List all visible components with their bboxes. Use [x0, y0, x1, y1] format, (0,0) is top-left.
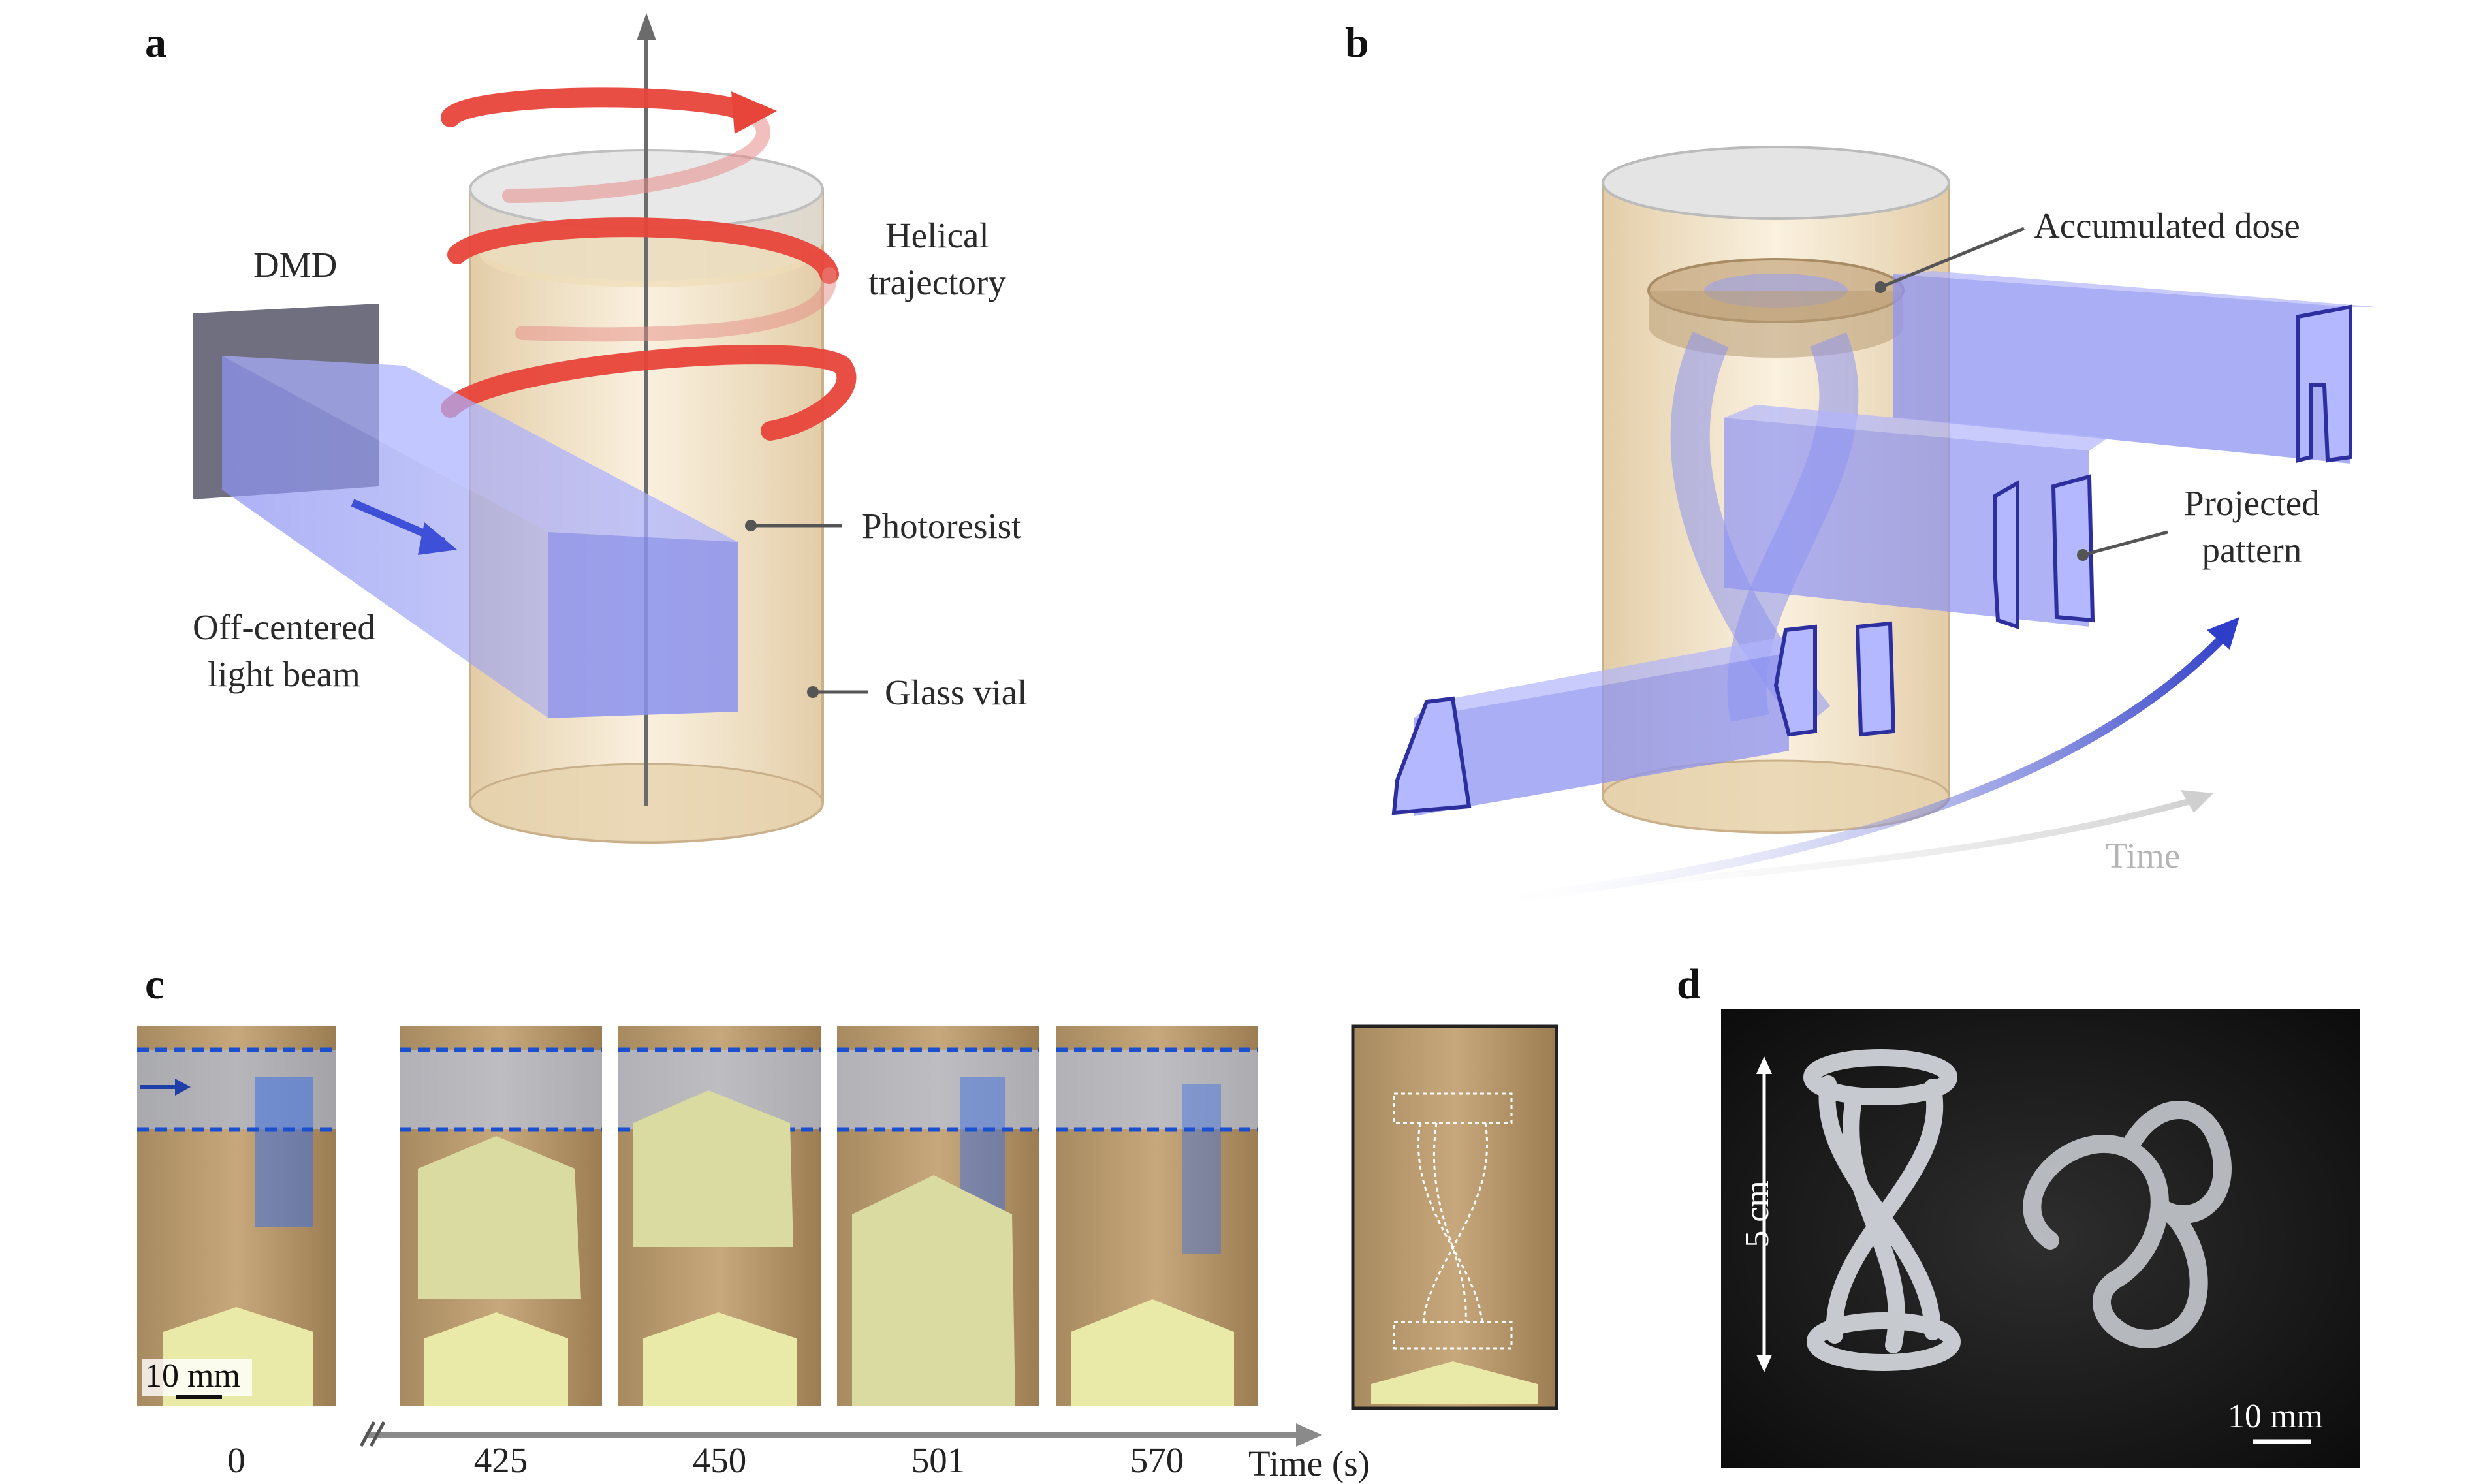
panel-letter-a: a — [145, 19, 166, 67]
photo-frame-425 — [400, 1026, 602, 1406]
panel-d-photo — [1721, 1009, 2360, 1468]
label-glass-vial: Glass vial — [885, 672, 1028, 712]
helical-trajectory — [441, 87, 857, 441]
time-tick-425: 425 — [473, 1440, 528, 1480]
label-photoresist: Photoresist — [862, 506, 1022, 546]
scale-bar-d-label: 10 mm — [2228, 1398, 2323, 1435]
photo-frame-0 — [137, 1026, 336, 1406]
projected-pattern-top — [2296, 304, 2352, 463]
time-axis — [104, 1421, 1322, 1447]
panel-b-drawing — [1391, 146, 2377, 906]
design-overlay-frame — [1351, 1024, 1558, 1410]
label-time: Time — [2106, 836, 2181, 876]
panel-letter-d: d — [1677, 960, 1701, 1008]
label-helical-trajectory: Helical trajectory — [868, 215, 1006, 302]
panel-a-drawing — [193, 13, 868, 844]
label-accumulated-dose: Accumulated dose — [2034, 206, 2300, 245]
label-light-beam: Off-centered light beam — [193, 607, 375, 694]
panel-letter-b: b — [1345, 19, 1369, 67]
photo-frame-450 — [618, 1026, 821, 1406]
time-tick-450: 450 — [692, 1440, 747, 1480]
label-dmd: DMD — [253, 245, 338, 285]
time-tick-570: 570 — [1130, 1440, 1184, 1480]
loop-object — [2023, 1101, 2232, 1348]
projected-pattern-bottom — [1391, 696, 1472, 815]
lattice-object — [1803, 1049, 1961, 1371]
projected-pattern-mid — [2051, 474, 2095, 623]
label-projected-pattern: Projected pattern — [2184, 483, 2320, 570]
panel-c-photos — [137, 1024, 1558, 1410]
time-axis-label: Time (s) — [1248, 1444, 1370, 1483]
height-label-5cm: 5 cm — [1738, 1180, 1776, 1248]
photo-frame-501 — [837, 1026, 1039, 1406]
panel-letter-c: c — [145, 960, 165, 1008]
photo-frame-570 — [1056, 1026, 1258, 1406]
time-tick-501: 501 — [911, 1440, 966, 1480]
light-beam — [222, 356, 738, 718]
time-arrow — [1488, 624, 2237, 906]
scale-bar-c-label: 10 mm — [145, 1357, 240, 1395]
time-tick-0: 0 — [227, 1440, 245, 1480]
